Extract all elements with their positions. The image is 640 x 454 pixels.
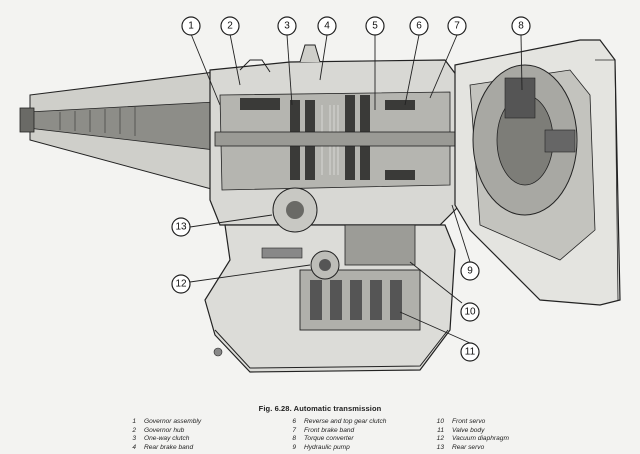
callout-4: 4 bbox=[317, 16, 337, 36]
callout-10: 10 bbox=[460, 302, 480, 322]
main-transmission-case bbox=[209, 44, 546, 226]
svg-text:13: 13 bbox=[175, 222, 187, 233]
callout-3: 3 bbox=[277, 16, 297, 36]
callout-12: 12 bbox=[171, 274, 191, 294]
svg-text:4: 4 bbox=[324, 21, 330, 32]
svg-text:5: 5 bbox=[372, 21, 378, 32]
transmission-cutaway-illustration: 1 2 3 4 5 6 7 8 9 10 11 12 13 bbox=[19, 16, 621, 373]
svg-text:1: 1 bbox=[188, 21, 194, 32]
torque-converter-housing bbox=[454, 39, 621, 306]
svg-text:12: 12 bbox=[175, 279, 187, 290]
callout-11: 11 bbox=[460, 342, 480, 362]
svg-text:3: 3 bbox=[284, 21, 290, 32]
svg-text:11: 11 bbox=[465, 347, 476, 358]
callout-7: 7 bbox=[447, 16, 467, 36]
callout-13: 13 bbox=[171, 217, 191, 237]
svg-text:8: 8 bbox=[518, 21, 524, 32]
svg-text:2: 2 bbox=[227, 21, 233, 32]
extension-housing bbox=[19, 71, 216, 191]
callout-5: 5 bbox=[365, 16, 385, 36]
valve-body-and-oil-pan bbox=[204, 187, 456, 373]
svg-text:7: 7 bbox=[454, 21, 460, 32]
callout-6: 6 bbox=[409, 16, 429, 36]
callout-9: 9 bbox=[460, 261, 480, 281]
svg-text:6: 6 bbox=[416, 21, 422, 32]
callout-1: 1 bbox=[181, 16, 201, 36]
svg-text:10: 10 bbox=[464, 307, 476, 318]
callout-2: 2 bbox=[220, 16, 240, 36]
callout-leader-lines bbox=[189, 33, 523, 344]
callout-8: 8 bbox=[511, 16, 531, 36]
figure-caption: Fig. 6.28. Automatic transmission bbox=[258, 404, 382, 413]
svg-text:9: 9 bbox=[467, 266, 473, 277]
